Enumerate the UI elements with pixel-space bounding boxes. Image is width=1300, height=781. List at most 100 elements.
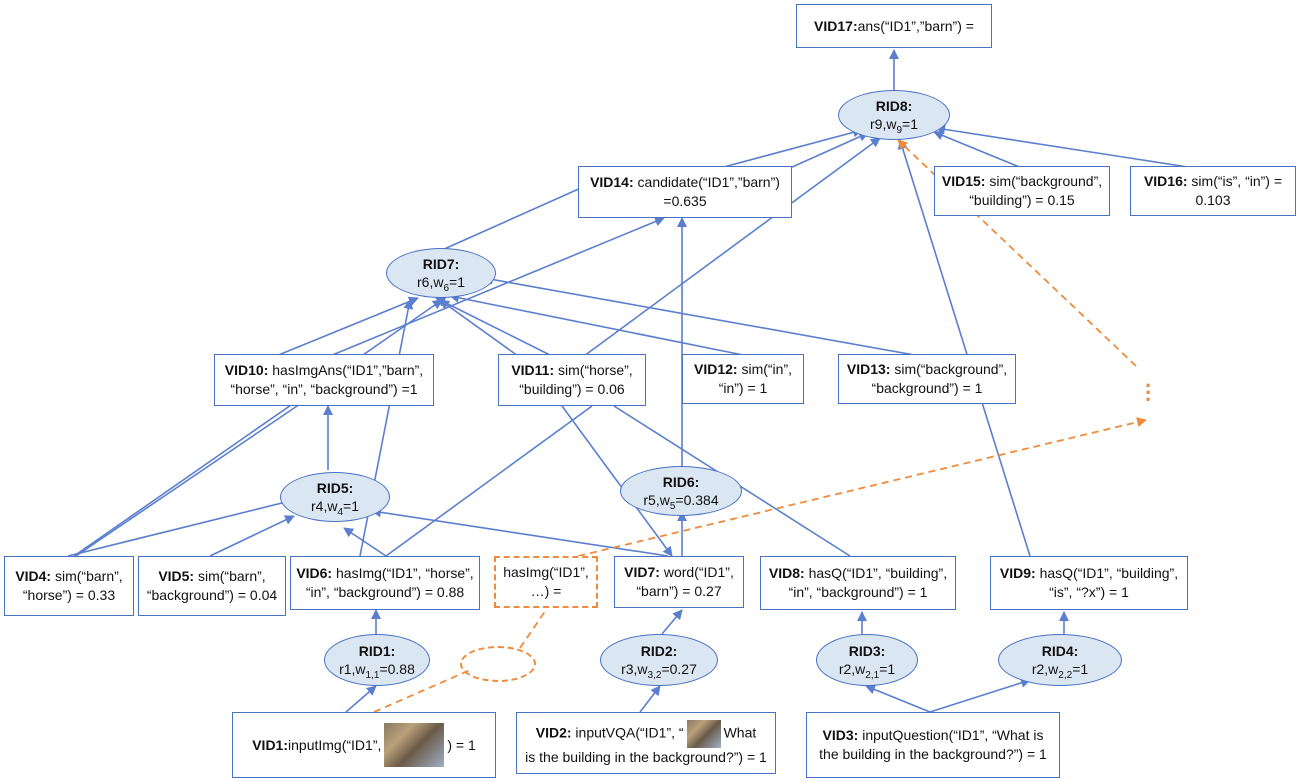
edge-dashed-rid8 (897, 139, 1137, 367)
node-text-2: is the building in the background?”) = 1 (525, 748, 767, 765)
node-rid7[interactable]: RID7: r6,w6=1 (386, 248, 496, 298)
node-vid6[interactable]: VID6: hasImg(“ID1”, “horse”, “in”, “back… (290, 556, 480, 610)
node-rid6[interactable]: RID6: r5,w5=0.384 (620, 466, 742, 516)
node-vid9[interactable]: VID9: hasQ(“ID1”, “building”, “is”, “?x”… (990, 556, 1188, 610)
edge-vid15-rid8 (933, 130, 1023, 169)
edge-vid13-rid7 (483, 274, 921, 357)
node-rid4[interactable]: RID4: r2,w2,2=1 (998, 634, 1122, 686)
node-vid11[interactable]: VID11: sim(“horse”, “building”) = 0.06 (498, 354, 646, 406)
node-rid8[interactable]: RID8: r9,w9=1 (838, 90, 950, 140)
node-id: VID17: (814, 17, 858, 34)
node-text: sim(“in”, (737, 361, 792, 377)
edge-vid12-vid4 (75, 403, 301, 557)
horse-image-thumbnail (686, 719, 721, 748)
node-id: VID12: (693, 361, 738, 377)
edge-vid10-rid7 (275, 296, 419, 357)
horse-image-thumbnail (384, 723, 445, 767)
ellipsis-dots: ··· (1145, 373, 1153, 412)
node-text: sim(“barn”, (51, 568, 123, 584)
node-rid1[interactable]: RID1: r1,w1,1=0.88 (324, 634, 430, 686)
node-id: RID8: (875, 98, 913, 114)
node-text-2: …) = (530, 583, 562, 599)
edge-vid3-rid4 (929, 677, 1031, 713)
node-text-2: “building”) = 0.15 (969, 192, 1075, 208)
node-id: VID2: (535, 724, 572, 741)
edge-vid2-rid2 (639, 685, 661, 713)
edge-vid10-vid14 (329, 216, 665, 357)
edge-vid6-rid7 (359, 299, 414, 557)
dashed-ellipse-placeholder (460, 646, 536, 682)
node-id: VID8: (768, 565, 805, 581)
edge-vid11-rid7a (435, 297, 553, 357)
rule-weight: r5,w5=0.384 (643, 492, 719, 512)
edge-dashed-vid1 (373, 669, 471, 713)
node-id: RID7: (422, 256, 460, 272)
node-rid3[interactable]: RID3: r2,w2,1=1 (816, 634, 918, 686)
node-id: VID9: (999, 565, 1036, 581)
node-vid8[interactable]: VID8: hasQ(“ID1”, “building”, “in”, “bac… (760, 556, 956, 610)
node-text-2: 0.103 (1195, 192, 1231, 208)
node-text-2: “background”) = 1 (871, 380, 983, 396)
node-id: VID5: (158, 568, 195, 584)
node-text: sim(“is”, “in”) = (1187, 173, 1283, 189)
node-vid1[interactable]: VID1: inputImg(“ID1”,) = 1 (232, 712, 496, 778)
edge-rid2-vid7 (661, 609, 683, 635)
node-vid14[interactable]: VID14: candidate(“ID1”,”barn”) =0.635 (578, 166, 792, 218)
node-text-2: “in”, “background”) = 1 (788, 584, 928, 600)
node-text-2: “in”, “background”) = 0.88 (305, 584, 465, 600)
node-text: hasImg(“ID1”, “horse”, (332, 565, 474, 581)
rule-weight: r2,w2,2=1 (1031, 661, 1089, 681)
node-text-2: ) = 1 (447, 736, 476, 753)
node-rid5[interactable]: RID5: r4,w4=1 (280, 472, 390, 522)
node-id: RID6: (662, 474, 700, 490)
node-vid15[interactable]: VID15: sim(“background”, “building”) = 0… (934, 166, 1110, 216)
rule-weight: r4,w4=1 (311, 498, 359, 518)
rule-weight: r1,w1,1=0.88 (339, 661, 415, 681)
node-rid2[interactable]: RID2: r3,w3,2=0.27 (600, 634, 718, 686)
node-id: VID13: (846, 361, 891, 377)
node-text-2: “in”) = 1 (718, 380, 768, 396)
node-text-2: “building”) = 0.06 (519, 381, 625, 397)
node-vid13[interactable]: VID13: sim(“background”, “background”) =… (838, 354, 1016, 404)
node-text: word(“ID1”, (659, 564, 734, 580)
edge-vid9-rid8 (897, 139, 1031, 557)
node-text: hasQ(“ID1”, “building”, (804, 565, 948, 581)
node-text: inputVQA(“ID1”, “ (571, 724, 684, 741)
node-id: VID3: (822, 727, 859, 743)
node-hasimg-placeholder[interactable]: hasImg(“ID1”, …) = (494, 556, 598, 608)
node-text-2: =0.635 (663, 193, 707, 209)
node-id: VID10: (224, 362, 269, 378)
node-text-2: “horse”) = 0.33 (22, 587, 116, 603)
node-id: RID2: (640, 643, 678, 659)
node-id: VID6: (296, 565, 333, 581)
node-text-2: “is”, “?x”) = 1 (1049, 584, 1129, 600)
edge-dashed-to-dots (519, 417, 1147, 571)
node-text: inputImg(“ID1”, (288, 736, 382, 753)
edge-vid11-rid7b (439, 299, 519, 357)
node-vid3[interactable]: VID3: inputQuestion(“ID1”, “What is the … (806, 712, 1060, 778)
node-text: sim(“background”, (985, 173, 1103, 189)
node-id: RID4: (1041, 643, 1079, 659)
node-text: sim(“background”, (890, 361, 1008, 377)
node-vid5[interactable]: VID5: sim(“barn”, “background”) = 0.04 (138, 556, 286, 616)
node-vid16[interactable]: VID16: sim(“is”, “in”) = 0.103 (1130, 166, 1296, 216)
edge-vid6-vid11 (385, 405, 593, 557)
node-vid2[interactable]: VID2: inputVQA(“ID1”, “ What is the build… (516, 712, 776, 774)
node-text: sim(“horse”, (554, 362, 633, 378)
edge-vid16-rid8 (935, 124, 1195, 169)
node-id: VID7: (624, 564, 660, 580)
node-id: VID16: (1143, 173, 1188, 189)
rule-weight: r9,w9=1 (870, 116, 918, 136)
node-vid17[interactable]: VID17: ans(“ID1”,”barn”) = (796, 4, 992, 48)
edge-vid11-vid7 (561, 405, 673, 557)
node-vid4[interactable]: VID4: sim(“barn”, “horse”) = 0.33 (4, 556, 134, 616)
node-id: RID1: (358, 643, 396, 659)
node-vid12[interactable]: VID12: sim(“in”, “in”) = 1 (682, 354, 804, 404)
node-id: VID14: (590, 174, 634, 190)
node-vid7[interactable]: VID7: word(“ID1”, “barn”) = 0.27 (614, 556, 744, 608)
node-vid10[interactable]: VID10: hasImgAns(“ID1”,”barn”, “horse”, … (214, 354, 434, 406)
node-text-tail: What (723, 724, 757, 741)
rule-weight: r2,w2,1=1 (838, 661, 896, 681)
node-text: sim(“barn”, (194, 568, 266, 584)
